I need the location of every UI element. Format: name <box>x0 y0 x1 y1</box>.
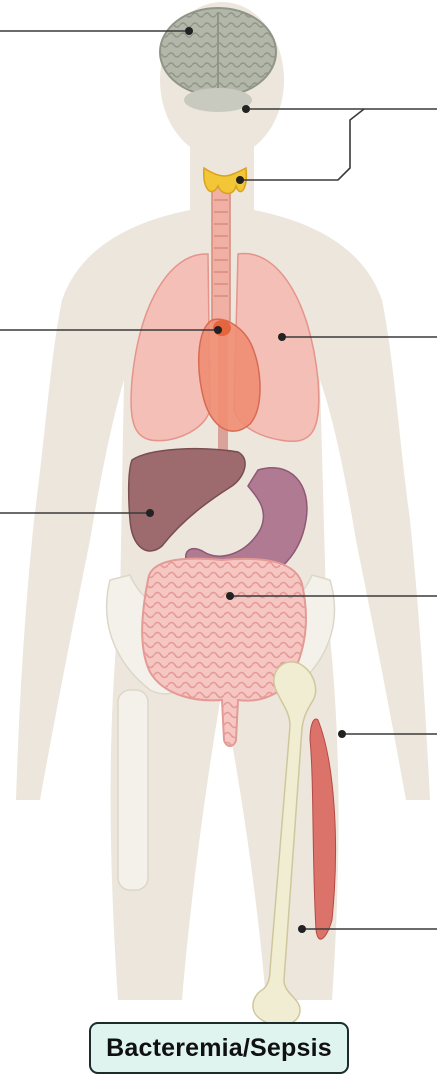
caption-label: Bacteremia/Sepsis <box>106 1034 332 1063</box>
caption-box: Bacteremia/Sepsis <box>89 1022 349 1074</box>
body-silhouette <box>16 2 430 1000</box>
